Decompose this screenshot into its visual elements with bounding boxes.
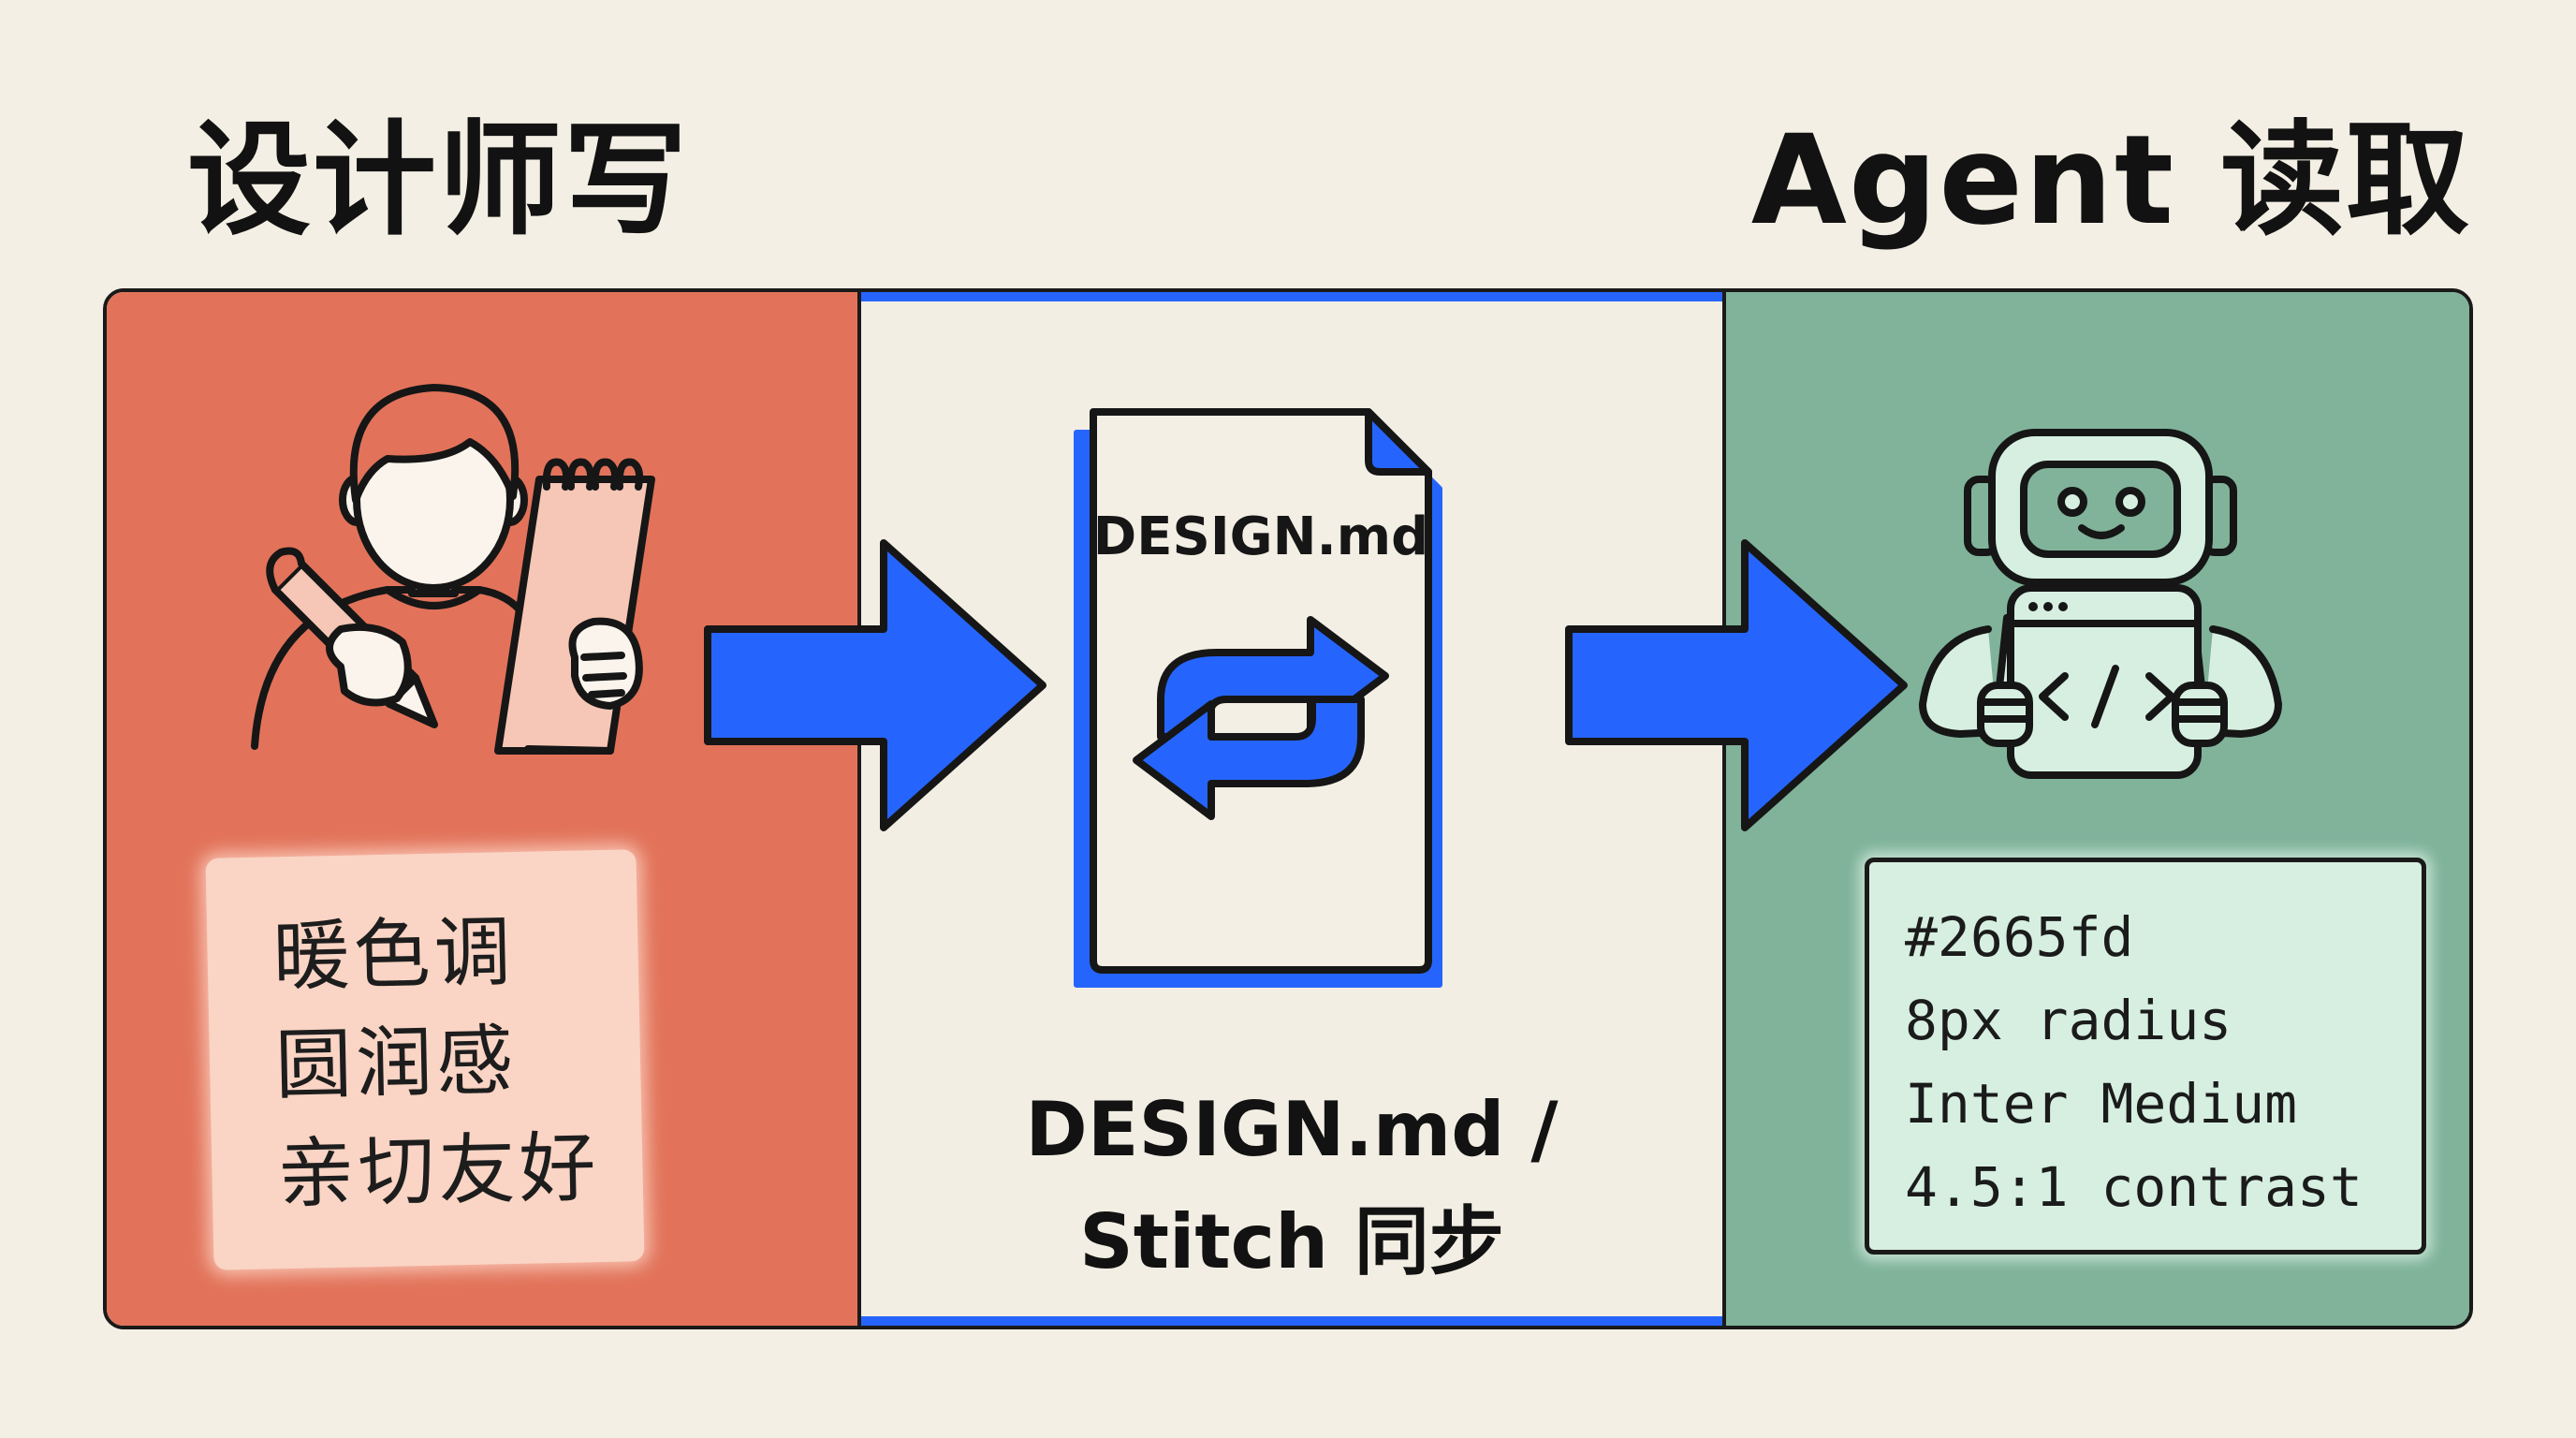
designer-writes-heading: 设计师写 bbox=[187, 109, 689, 253]
token-font: Inter Medium bbox=[1905, 1072, 2298, 1136]
sticky-note: 暖色调 圆润感 亲切友好 bbox=[205, 849, 645, 1270]
note-line-friendly: 亲切友好 bbox=[276, 1123, 601, 1220]
sync-panel: DESIGN.md DESIGN.md / Stitch 同步 bbox=[861, 292, 1722, 1326]
note-line-rounded-feel: 圆润感 bbox=[274, 1016, 519, 1111]
arrow-right-icon bbox=[1565, 539, 1908, 831]
note-line-warm-tone: 暖色调 bbox=[271, 907, 516, 1003]
sync-label: DESIGN.md / Stitch 同步 bbox=[861, 1074, 1722, 1299]
token-radius: 8px radius bbox=[1905, 989, 2232, 1052]
robot-tablet-code-icon bbox=[1919, 429, 2282, 779]
token-contrast: 4.5:1 contrast bbox=[1905, 1155, 2363, 1219]
workflow-frame: 暖色调 圆润感 亲切友好 DESIGN.md bbox=[103, 288, 2473, 1329]
document-sync-icon: DESIGN.md bbox=[1074, 408, 1442, 988]
design-tokens-box: #2665fd 8px radius Inter Medium 4.5:1 co… bbox=[1865, 858, 2426, 1255]
token-color: #2665fd bbox=[1905, 905, 2134, 969]
sync-label-line-2: Stitch 同步 bbox=[1079, 1198, 1504, 1285]
sync-label-line-1: DESIGN.md / bbox=[1025, 1086, 1559, 1173]
arrow-right-icon bbox=[704, 539, 1046, 831]
designer-writing-notepad-icon bbox=[251, 384, 655, 755]
agent-reads-heading: Agent 读取 bbox=[1750, 109, 2471, 253]
agent-panel: #2665fd 8px radius Inter Medium 4.5:1 co… bbox=[1722, 292, 2469, 1326]
document-file-name: DESIGN.md bbox=[1093, 506, 1428, 567]
designer-panel: 暖色调 圆润感 亲切友好 bbox=[107, 292, 861, 1326]
